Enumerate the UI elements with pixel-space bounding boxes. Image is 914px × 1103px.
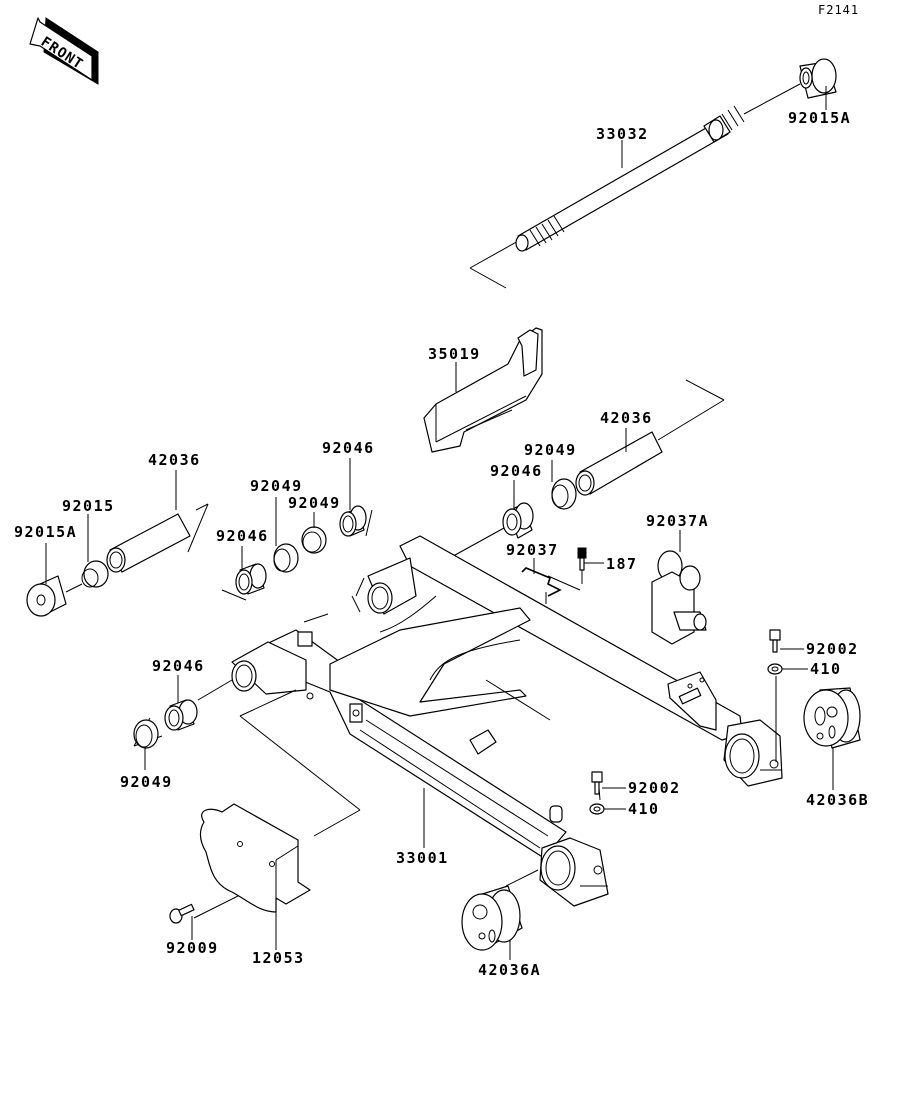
chain-adjuster-42036A [461,885,523,951]
callout-92049-front[interactable]: 92049 [120,773,173,791]
callout-92046-right[interactable]: 92046 [490,462,543,480]
needle-bearing-92046-front [164,699,198,731]
bolt-92002-right [769,629,781,653]
callout-12053[interactable]: 12053 [252,949,305,967]
callout-33001[interactable]: 33001 [396,849,449,867]
front-arrow-icon: FRONT [29,17,99,85]
clamp-92037A [651,550,707,645]
oil-seal-92049-front [133,719,159,749]
callout-92037[interactable]: 92037 [506,541,559,559]
oil-seal-92049-a [273,543,299,573]
screw-92009 [169,903,195,924]
sleeve-42036-right [575,379,725,496]
callout-42036-left[interactable]: 42036 [148,451,201,469]
cap-92015A-upper [799,58,837,99]
needle-bearing-92046-right [445,502,534,561]
callout-92046-front[interactable]: 92046 [152,657,205,675]
callout-92049-right[interactable]: 92049 [524,441,577,459]
chain-guard-35019 [423,327,543,453]
callout-187[interactable]: 187 [606,555,638,573]
callout-35019[interactable]: 35019 [428,345,481,363]
nut-92015 [81,560,109,588]
callout-92009[interactable]: 92009 [166,939,219,957]
callout-92046-upper[interactable]: 92046 [322,439,375,457]
needle-bearing-92046-a [235,563,267,595]
bolt-187 [577,547,587,584]
swingarm-33001 [231,535,783,907]
oil-seal-92049-b [301,526,327,554]
chain-adjuster-42036B [803,687,861,749]
guide-12053 [199,803,311,913]
callout-410-right[interactable]: 410 [810,660,842,678]
sleeve-42036-left [106,513,191,573]
washer-410-left [589,803,605,815]
callout-92002-left[interactable]: 92002 [628,779,681,797]
clip-92037 [521,567,581,604]
pivot-shaft-33032 [469,83,801,289]
callout-92015A-left[interactable]: 92015A [14,523,78,541]
callout-33032[interactable]: 33032 [596,125,649,143]
figure-id: F2141 [818,3,860,17]
callout-42036A[interactable]: 42036A [478,961,542,979]
callout-92037A[interactable]: 92037A [646,512,710,530]
oil-seal-92049-right [551,478,577,510]
callout-92002-right[interactable]: 92002 [806,640,859,658]
callout-92015A-upper[interactable]: 92015A [788,109,852,127]
callout-92015[interactable]: 92015 [62,497,115,515]
callout-92049-b[interactable]: 92049 [288,494,341,512]
callout-42036B[interactable]: 42036B [806,791,870,809]
callout-92049-a[interactable]: 92049 [250,477,303,495]
callout-410-left[interactable]: 410 [628,800,660,818]
washer-410-right [767,663,783,675]
needle-bearing-92046-b [339,505,367,537]
leader-lines [45,86,834,960]
callout-42036-right[interactable]: 42036 [600,409,653,427]
cap-92015A-left [26,575,83,617]
bolt-92002-left [591,771,603,795]
callout-92046-a[interactable]: 92046 [216,527,269,545]
